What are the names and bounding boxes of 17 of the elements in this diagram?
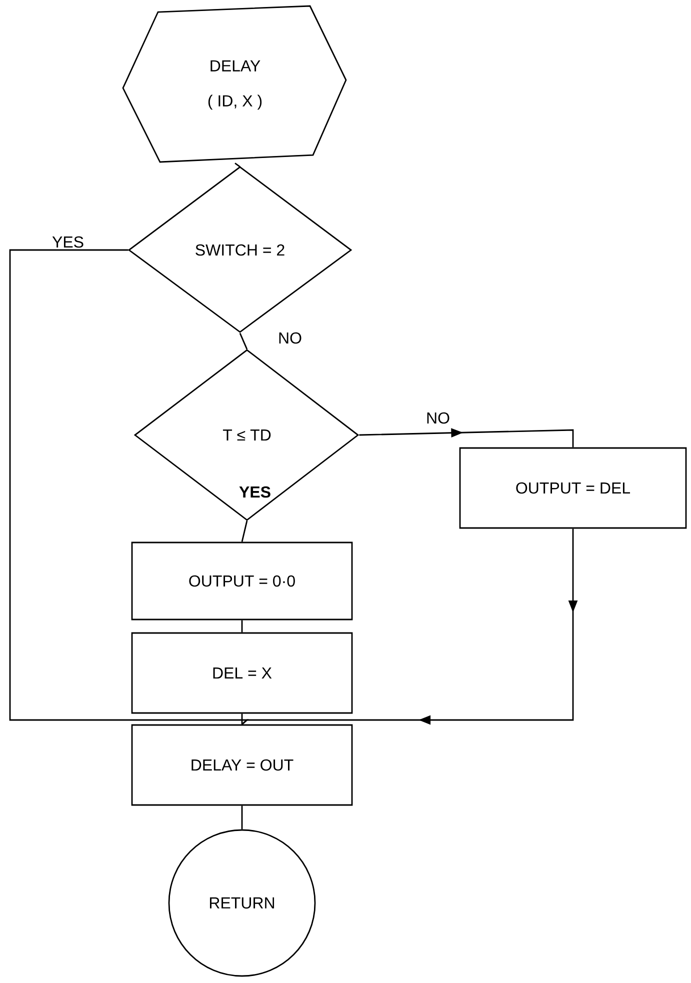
connector [234,162,240,168]
edge-label: YES [238,485,272,499]
connector [239,332,248,350]
edge-label: YES [51,235,85,249]
connector [241,620,243,632]
connector [359,428,574,448]
process-box: OUTPUT = DEL [459,447,687,529]
edge-label: NO [425,411,451,425]
connector [242,528,578,725]
process-box: DELAY = OUT [131,724,353,806]
start-hexagon: DELAY ( ID, X ) [122,5,347,163]
connector [241,520,248,542]
connector [241,806,243,830]
edge-label: NO [277,331,303,345]
process-box: OUTPUT = 0·0 [131,542,353,620]
process-box: DEL = X [131,632,353,714]
connector [241,714,243,724]
